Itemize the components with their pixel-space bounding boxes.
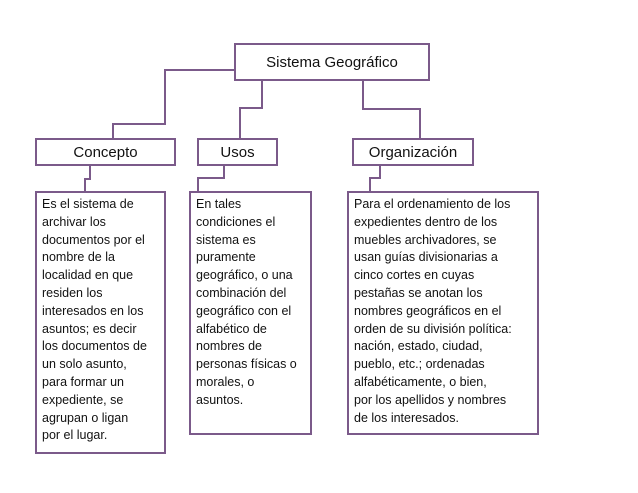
diagram-title-text: Sistema Geográfico <box>266 53 398 71</box>
text-line: nombre de la <box>42 250 115 265</box>
text-line: cinco cortes en cuyas <box>354 268 475 283</box>
text-line: asuntos. <box>196 392 244 407</box>
node-header-organizacion-text: Organización <box>368 143 458 161</box>
text-line: usan guías divisionarias a <box>354 250 498 265</box>
text-line: agrupan o ligan <box>42 410 129 425</box>
connector-title-organizacion <box>362 81 421 139</box>
text-line: un solo asunto, <box>42 357 127 372</box>
node-text-concepto: Es el sistema de archivar los documentos… <box>35 191 166 454</box>
text-line: expedientes dentro de los <box>354 214 498 229</box>
text-line: por los apellidos y nombres <box>354 392 507 407</box>
text-line: pestañas se anotan los <box>354 285 483 300</box>
text-line: por el lugar. <box>42 428 108 443</box>
node-header-usos: Usos <box>197 138 278 166</box>
text-line: orden de su división política: <box>354 321 512 336</box>
text-line: alfabético de <box>196 321 267 336</box>
node-header-usos-text: Usos <box>220 143 255 161</box>
connector-concepto-text <box>84 166 91 192</box>
text-line: alfabéticamente, o bien, <box>354 374 487 389</box>
connector-organizacion-text <box>369 166 381 192</box>
text-line: Para el ordenamiento de los <box>354 197 511 211</box>
text-line: interesados en los <box>42 303 144 318</box>
text-line: expediente, se <box>42 392 124 407</box>
text-line: geográfico, o una <box>196 268 293 283</box>
node-header-concepto: Concepto <box>35 138 176 166</box>
text-line: pueblo, etc.; ordenadas <box>354 357 485 372</box>
text-line: nombres geográficos en el <box>354 303 502 318</box>
node-header-concepto-text: Concepto <box>73 143 138 161</box>
node-text-usos: En tales condiciones el sistema es puram… <box>189 191 312 435</box>
text-line: condiciones el <box>196 214 276 229</box>
text-line: Es el sistema de <box>42 197 134 211</box>
text-line: documentos por el <box>42 232 145 247</box>
text-line: combinación del <box>196 285 287 300</box>
text-line: archivar los <box>42 214 106 229</box>
diagram-title: Sistema Geográfico <box>234 43 430 81</box>
connector-title-concepto <box>112 69 234 139</box>
text-line: geográfico con el <box>196 303 292 318</box>
node-text-organizacion: Para el ordenamiento de los expedientes … <box>347 191 539 435</box>
text-line: personas físicas o <box>196 357 297 372</box>
text-line: para formar un <box>42 374 124 389</box>
text-line: puramente <box>196 250 256 265</box>
text-line: localidad en que <box>42 268 134 283</box>
text-line: nombres de <box>196 339 263 354</box>
text-line: sistema es <box>196 232 256 247</box>
connector-title-usos <box>239 81 263 139</box>
text-line: de los interesados. <box>354 410 459 425</box>
text-line: muebles archivadores, se <box>354 232 497 247</box>
text-line: asuntos; es decir <box>42 321 137 336</box>
connector-usos-text <box>197 166 225 192</box>
text-line: nación, estado, ciudad, <box>354 339 483 354</box>
text-line: En tales <box>196 197 242 211</box>
text-line: los documentos de <box>42 339 147 354</box>
text-line: morales, o <box>196 374 255 389</box>
node-header-organizacion: Organización <box>352 138 474 166</box>
text-line: residen los <box>42 285 103 300</box>
